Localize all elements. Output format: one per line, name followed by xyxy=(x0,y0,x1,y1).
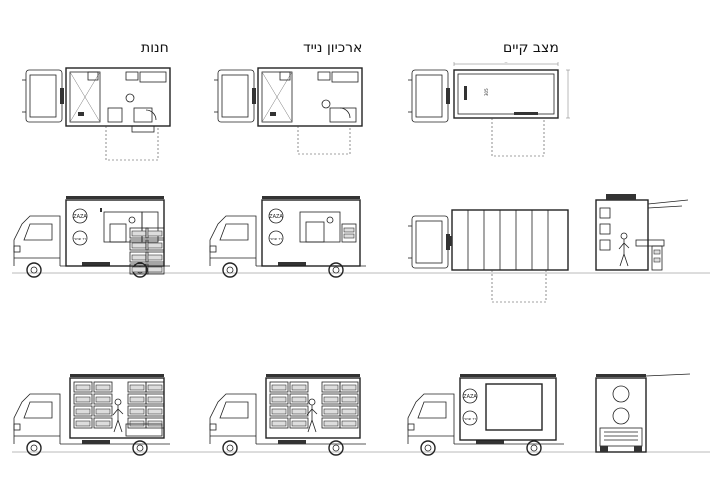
closed-side-existing-state: ZAZA ורד שחורי xyxy=(407,374,565,456)
plan-existing-state: — 305 xyxy=(407,60,570,157)
vendor-text-shop: ורד שחורי xyxy=(73,237,87,241)
plan-mobile-archive xyxy=(213,67,363,155)
dimension-label: 305 xyxy=(484,88,489,96)
logo-text-existing: ZAZA xyxy=(463,394,477,400)
svg-text:—: — xyxy=(505,60,508,64)
column-title-mobile-archive: ארכיון נייד xyxy=(303,40,363,56)
elevation-mobile-archive: ZAZA ורד שחורי xyxy=(209,196,367,278)
open-side-mobile-archive xyxy=(209,374,367,456)
section-with-canopy xyxy=(595,194,689,271)
elevation-existing-state xyxy=(407,209,569,303)
plan-shop xyxy=(21,67,171,161)
vendor-text-existing: ורד שחורי xyxy=(463,417,477,421)
elevation-shop: ZAZA ורד שחורי xyxy=(13,196,171,278)
vendor-text-archive: ורד שחורי xyxy=(269,237,283,241)
column-title-existing-state: מצב קיים xyxy=(503,40,559,56)
open-side-shop xyxy=(13,374,171,456)
front-view xyxy=(595,373,691,453)
column-title-shop: חנות xyxy=(141,40,169,56)
logo-text-archive: ZAZA xyxy=(269,214,283,220)
logo-text-shop: ZAZA xyxy=(73,214,87,220)
